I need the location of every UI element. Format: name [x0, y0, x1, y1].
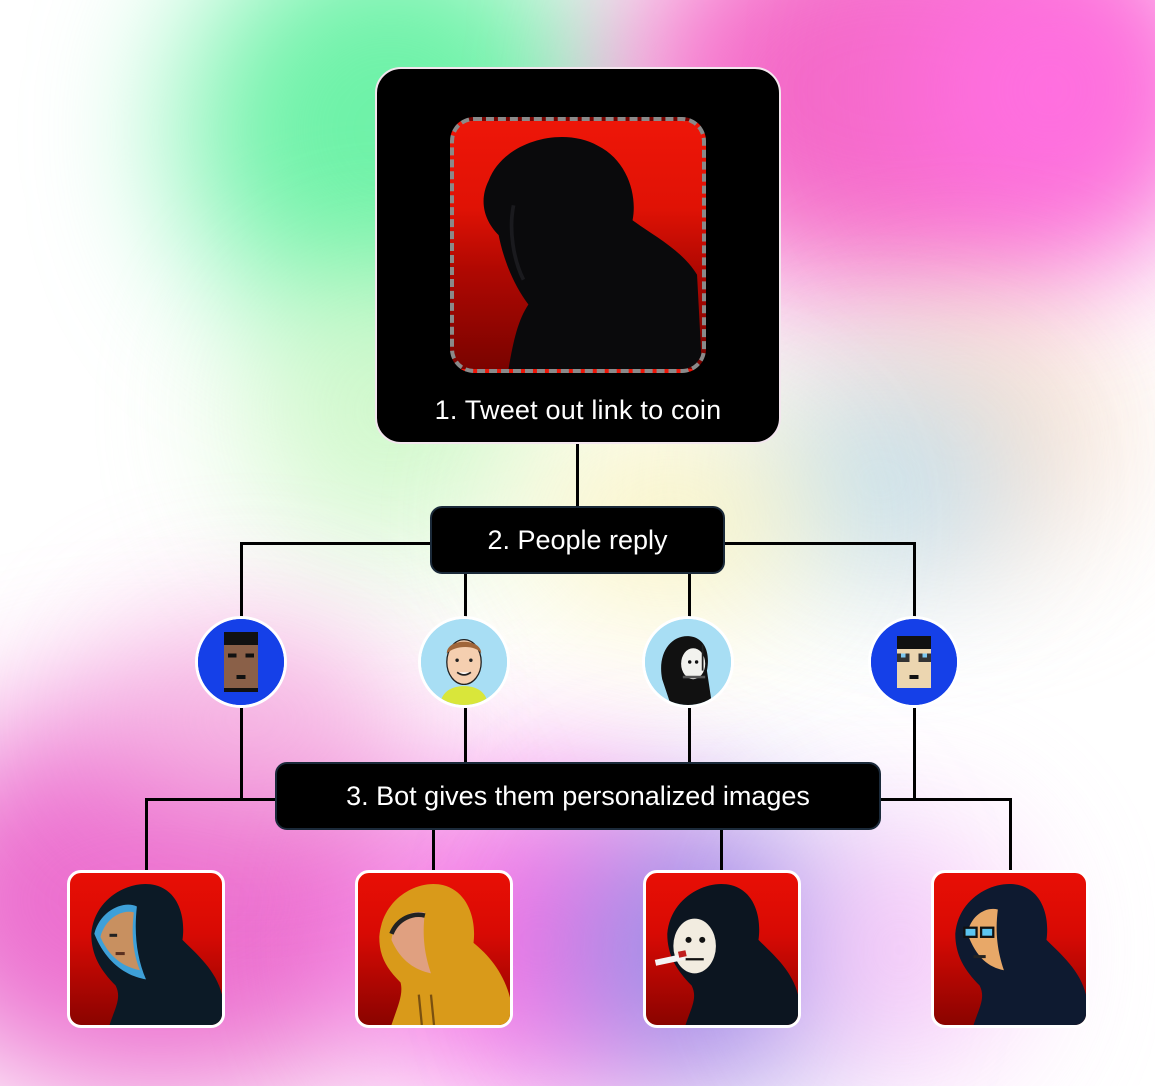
- connector-line: [240, 542, 243, 618]
- reply-avatar[interactable]: [642, 616, 734, 708]
- connector-line: [145, 798, 277, 801]
- connector-line: [240, 708, 243, 800]
- connector-line: [145, 798, 148, 872]
- connector-line: [880, 798, 1012, 801]
- connector-line: [720, 828, 723, 872]
- connector-line: [688, 572, 691, 618]
- step-2-node: 2. People reply: [430, 506, 725, 574]
- pixel-punk-avatar-icon: [198, 619, 284, 705]
- output-image[interactable]: [355, 870, 513, 1028]
- connector-line: [432, 828, 435, 872]
- connector-line: [464, 572, 467, 618]
- hooded-figure-silhouette-icon: [483, 137, 702, 369]
- connector-line: [464, 708, 467, 764]
- output-image[interactable]: [643, 870, 801, 1028]
- step-1-label: 1. Tweet out link to coin: [434, 395, 722, 425]
- step-2-label: 2. People reply: [487, 524, 668, 555]
- hooded-pixel-face-icon: [91, 884, 222, 1025]
- connector-line: [724, 542, 916, 545]
- output-image[interactable]: [931, 870, 1089, 1028]
- hooded-mask-cigarette-icon: [654, 884, 798, 1025]
- connector-line: [1009, 798, 1012, 872]
- pixel-glasses-avatar-icon: [871, 619, 957, 705]
- yellow-hoodie-icon: [379, 884, 510, 1025]
- output-image[interactable]: [67, 870, 225, 1028]
- step-3-node: 3. Bot gives them personalized images: [275, 762, 881, 830]
- hooded-mask-avatar-icon: [645, 619, 731, 705]
- cartoon-man-avatar-icon: [421, 619, 507, 705]
- connector-line: [240, 542, 432, 545]
- connector-line: [913, 708, 916, 800]
- step-1-node: 1. Tweet out link to coin: [375, 67, 781, 444]
- source-image: [450, 117, 706, 373]
- reply-avatar[interactable]: [868, 616, 960, 708]
- connector-line: [913, 542, 916, 618]
- step-3-label: 3. Bot gives them personalized images: [346, 780, 810, 811]
- connector-line: [576, 444, 579, 508]
- hooded-pixel-glasses-icon: [955, 884, 1086, 1025]
- connector-line: [688, 708, 691, 764]
- reply-avatar[interactable]: [195, 616, 287, 708]
- reply-avatar[interactable]: [418, 616, 510, 708]
